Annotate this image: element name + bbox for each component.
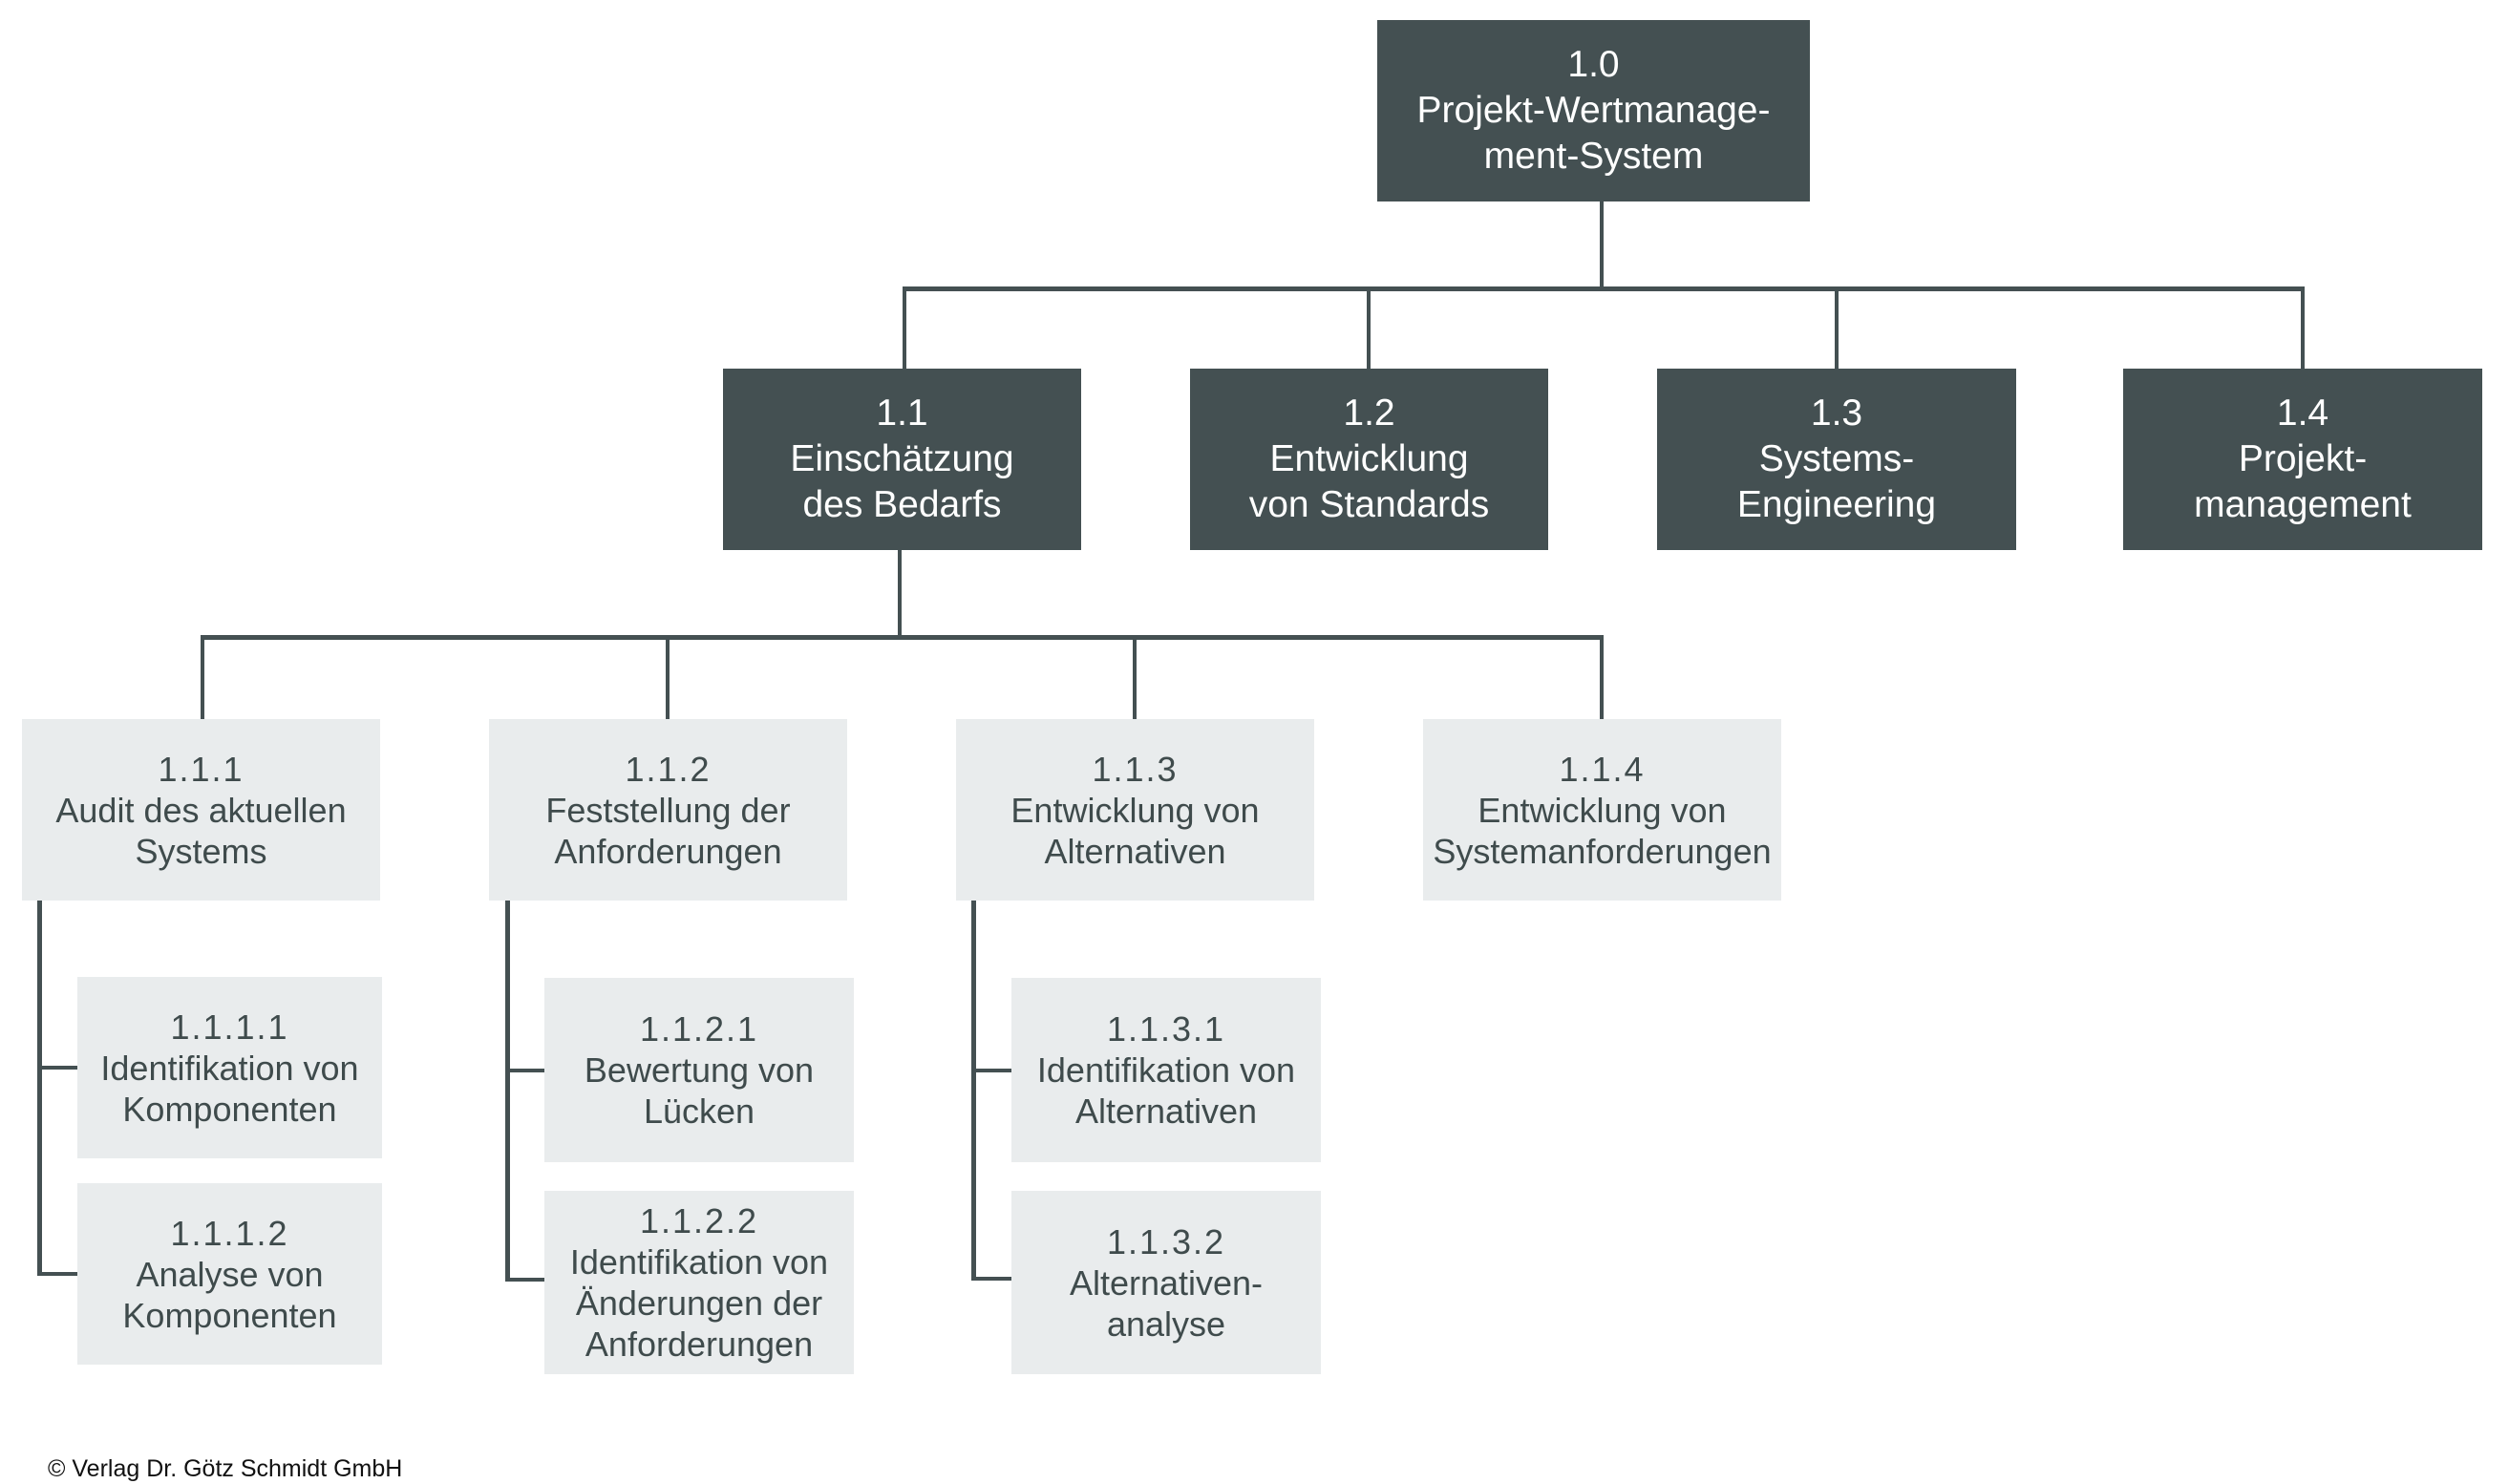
connector-to-1-1 — [903, 286, 906, 369]
connector-to-1-1-4 — [1600, 635, 1604, 719]
connector-1-1-down — [898, 550, 902, 637]
node-1-0-projekt-wertmanagement-system: 1.0 Projekt-Wertmanage- ment-System — [1377, 20, 1810, 201]
connector-to-1-3 — [1835, 286, 1839, 369]
node-label-line: Komponenten — [122, 1089, 337, 1129]
connector-to-1-2 — [1367, 286, 1371, 369]
connector-1-1-1-spine — [37, 901, 42, 1276]
node-label-line: Identifikation von — [569, 1242, 829, 1282]
connector-to-1-1-3 — [1133, 635, 1137, 719]
node-code: 1.1.3 — [1092, 749, 1179, 789]
node-1-1-2-feststellung-der-anforderungen: 1.1.2 Feststellung der Anforderungen — [489, 719, 847, 901]
node-label-line: Projekt- — [2238, 438, 2368, 479]
connector-level1-bus — [903, 286, 2305, 291]
connector-to-1-1-2 — [666, 635, 670, 719]
connector-to-1-1-1-2 — [37, 1272, 77, 1276]
node-label-line: Anforderungen — [585, 1325, 814, 1364]
node-label-line: Systems — [135, 831, 267, 871]
node-code: 1.1.1.2 — [170, 1213, 289, 1253]
node-code: 1.1.1 — [158, 749, 245, 789]
node-label-line: Alternativen — [1074, 1092, 1258, 1131]
node-code: 1.1.2 — [625, 749, 712, 789]
node-code: 1.1.4 — [1559, 749, 1646, 789]
connector-to-1-1-2-2 — [505, 1278, 544, 1282]
node-label-line: Entwicklung von — [1478, 790, 1727, 830]
node-label-line: analyse — [1106, 1304, 1226, 1344]
node-1-2-entwicklung-von-standards: 1.2 Entwicklung von Standards — [1190, 369, 1548, 550]
node-label-line: des Bedarfs — [802, 484, 1002, 525]
node-code: 1.1.2.2 — [639, 1201, 759, 1240]
node-1-1-2-1-bewertung-von-luecken: 1.1.2.1 Bewertung von Lücken — [544, 978, 854, 1162]
connector-level2-bus — [201, 635, 1604, 640]
node-label-line: Audit des aktuellen — [55, 790, 347, 830]
connector-to-1-1-2-1 — [505, 1069, 544, 1072]
connector-root-down — [1600, 201, 1604, 288]
node-code: 1.1 — [876, 392, 928, 434]
node-label-line: Bewertung von — [584, 1050, 815, 1090]
node-label-line: Entwicklung — [1269, 438, 1469, 479]
node-label-line: Komponenten — [122, 1295, 337, 1335]
node-label-line: von Standards — [1248, 484, 1490, 525]
node-1-1-einschaetzung-des-bedarfs: 1.1 Einschätzung des Bedarfs — [723, 369, 1081, 550]
node-1-1-4-entwicklung-von-systemanforderungen: 1.1.4 Entwicklung von Systemanforderunge… — [1423, 719, 1781, 901]
node-code: 1.0 — [1567, 44, 1620, 85]
node-1-1-3-2-alternativenanalyse: 1.1.3.2 Alternativen- analyse — [1011, 1191, 1321, 1374]
node-label-line: Alternativen — [1044, 831, 1226, 871]
node-label-line: Anforderungen — [554, 831, 782, 871]
connector-to-1-4 — [2301, 286, 2305, 369]
node-label-line: Änderungen der — [575, 1283, 823, 1323]
node-1-1-1-audit-des-aktuellen-systems: 1.1.1 Audit des aktuellen Systems — [22, 719, 380, 901]
node-code: 1.1.1.1 — [170, 1007, 289, 1047]
node-code: 1.2 — [1343, 392, 1395, 434]
node-label-line: ment-System — [1483, 136, 1704, 177]
node-label-line: Engineering — [1736, 484, 1937, 525]
node-label-line: management — [2194, 484, 2412, 525]
node-label-line: Systemanforderungen — [1433, 831, 1772, 871]
node-label-line: Analyse von — [136, 1254, 324, 1294]
node-1-4-projektmanagement: 1.4 Projekt- management — [2123, 369, 2482, 550]
node-code: 1.3 — [1810, 392, 1863, 434]
node-label-line: Alternativen- — [1069, 1262, 1264, 1303]
node-1-1-3-entwicklung-von-alternativen: 1.1.3 Entwicklung von Alternativen — [956, 719, 1314, 901]
node-1-1-1-1-identifikation-von-komponenten: 1.1.1.1 Identifikation von Komponenten — [77, 977, 382, 1158]
node-code: 1.1.3.2 — [1106, 1221, 1226, 1261]
node-label-line: Feststellung der — [545, 790, 791, 830]
connector-to-1-1-3-2 — [971, 1277, 1011, 1281]
node-label-line: Lücken — [643, 1092, 755, 1131]
connector-to-1-1-1 — [201, 635, 204, 719]
node-code: 1.1.3.1 — [1106, 1009, 1226, 1049]
node-label-line: Projekt-Wertmanage- — [1416, 90, 1771, 131]
node-code: 1.4 — [2276, 392, 2329, 434]
node-label-line: Einschätzung — [790, 438, 1014, 479]
node-label-line: Identifikation von — [1036, 1050, 1296, 1090]
connector-to-1-1-1-1 — [37, 1066, 77, 1070]
node-1-1-1-2-analyse-von-komponenten: 1.1.1.2 Analyse von Komponenten — [77, 1183, 382, 1365]
connector-1-1-2-spine — [505, 901, 510, 1282]
node-label-line: Identifikation von — [100, 1048, 359, 1088]
node-1-1-3-1-identifikation-von-alternativen: 1.1.3.1 Identifikation von Alternativen — [1011, 978, 1321, 1162]
copyright-notice: © Verlag Dr. Götz Schmidt GmbH — [48, 1455, 403, 1482]
connector-to-1-1-3-1 — [971, 1069, 1011, 1072]
node-1-3-systems-engineering: 1.3 Systems- Engineering — [1657, 369, 2016, 550]
connector-1-1-3-spine — [971, 901, 976, 1281]
node-code: 1.1.2.1 — [639, 1009, 759, 1049]
node-label-line: Systems- — [1758, 438, 1915, 479]
node-1-1-2-2-identifikation-von-aenderungen: 1.1.2.2 Identifikation von Änderungen de… — [544, 1191, 854, 1374]
node-label-line: Entwicklung von — [1010, 790, 1260, 830]
